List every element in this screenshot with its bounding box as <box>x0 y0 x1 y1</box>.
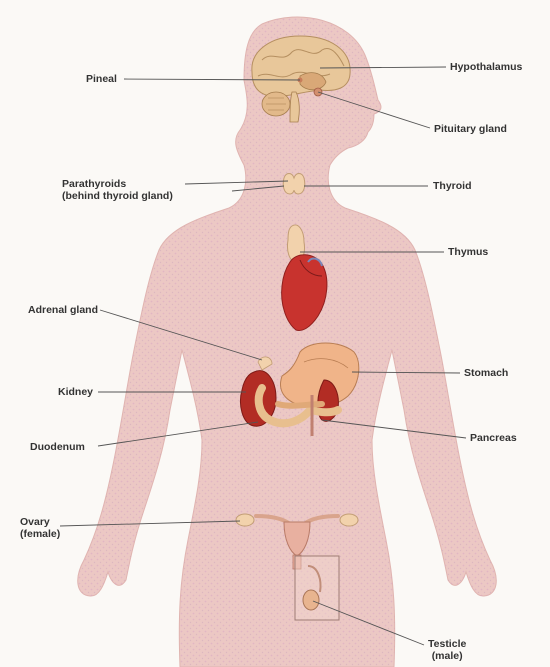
label-parathyroids: Parathyroids (behind thyroid gland) <box>62 178 173 202</box>
label-thyroid: Thyroid <box>433 180 472 192</box>
testicle-inset <box>295 556 339 620</box>
label-thymus: Thymus <box>448 246 488 258</box>
label-testicle-note: (male) <box>428 650 466 662</box>
label-pineal: Pineal <box>86 73 117 85</box>
label-duodenum: Duodenum <box>30 441 85 453</box>
label-testicle: Testicle (male) <box>428 638 466 662</box>
label-stomach: Stomach <box>464 367 508 379</box>
label-adrenal-gland: Adrenal gland <box>28 304 98 316</box>
body-silhouette <box>78 17 497 667</box>
label-testicle-main: Testicle <box>428 638 466 650</box>
label-ovary-main: Ovary <box>20 516 60 528</box>
label-hypothalamus: Hypothalamus <box>450 61 522 73</box>
label-pituitary-gland: Pituitary gland <box>434 123 507 135</box>
label-ovary-note: (female) <box>20 528 60 540</box>
label-kidney: Kidney <box>58 386 93 398</box>
label-parathyroids-note: (behind thyroid gland) <box>62 190 173 202</box>
label-parathyroids-main: Parathyroids <box>62 178 173 190</box>
label-pancreas: Pancreas <box>470 432 517 444</box>
label-ovary: Ovary (female) <box>20 516 60 540</box>
